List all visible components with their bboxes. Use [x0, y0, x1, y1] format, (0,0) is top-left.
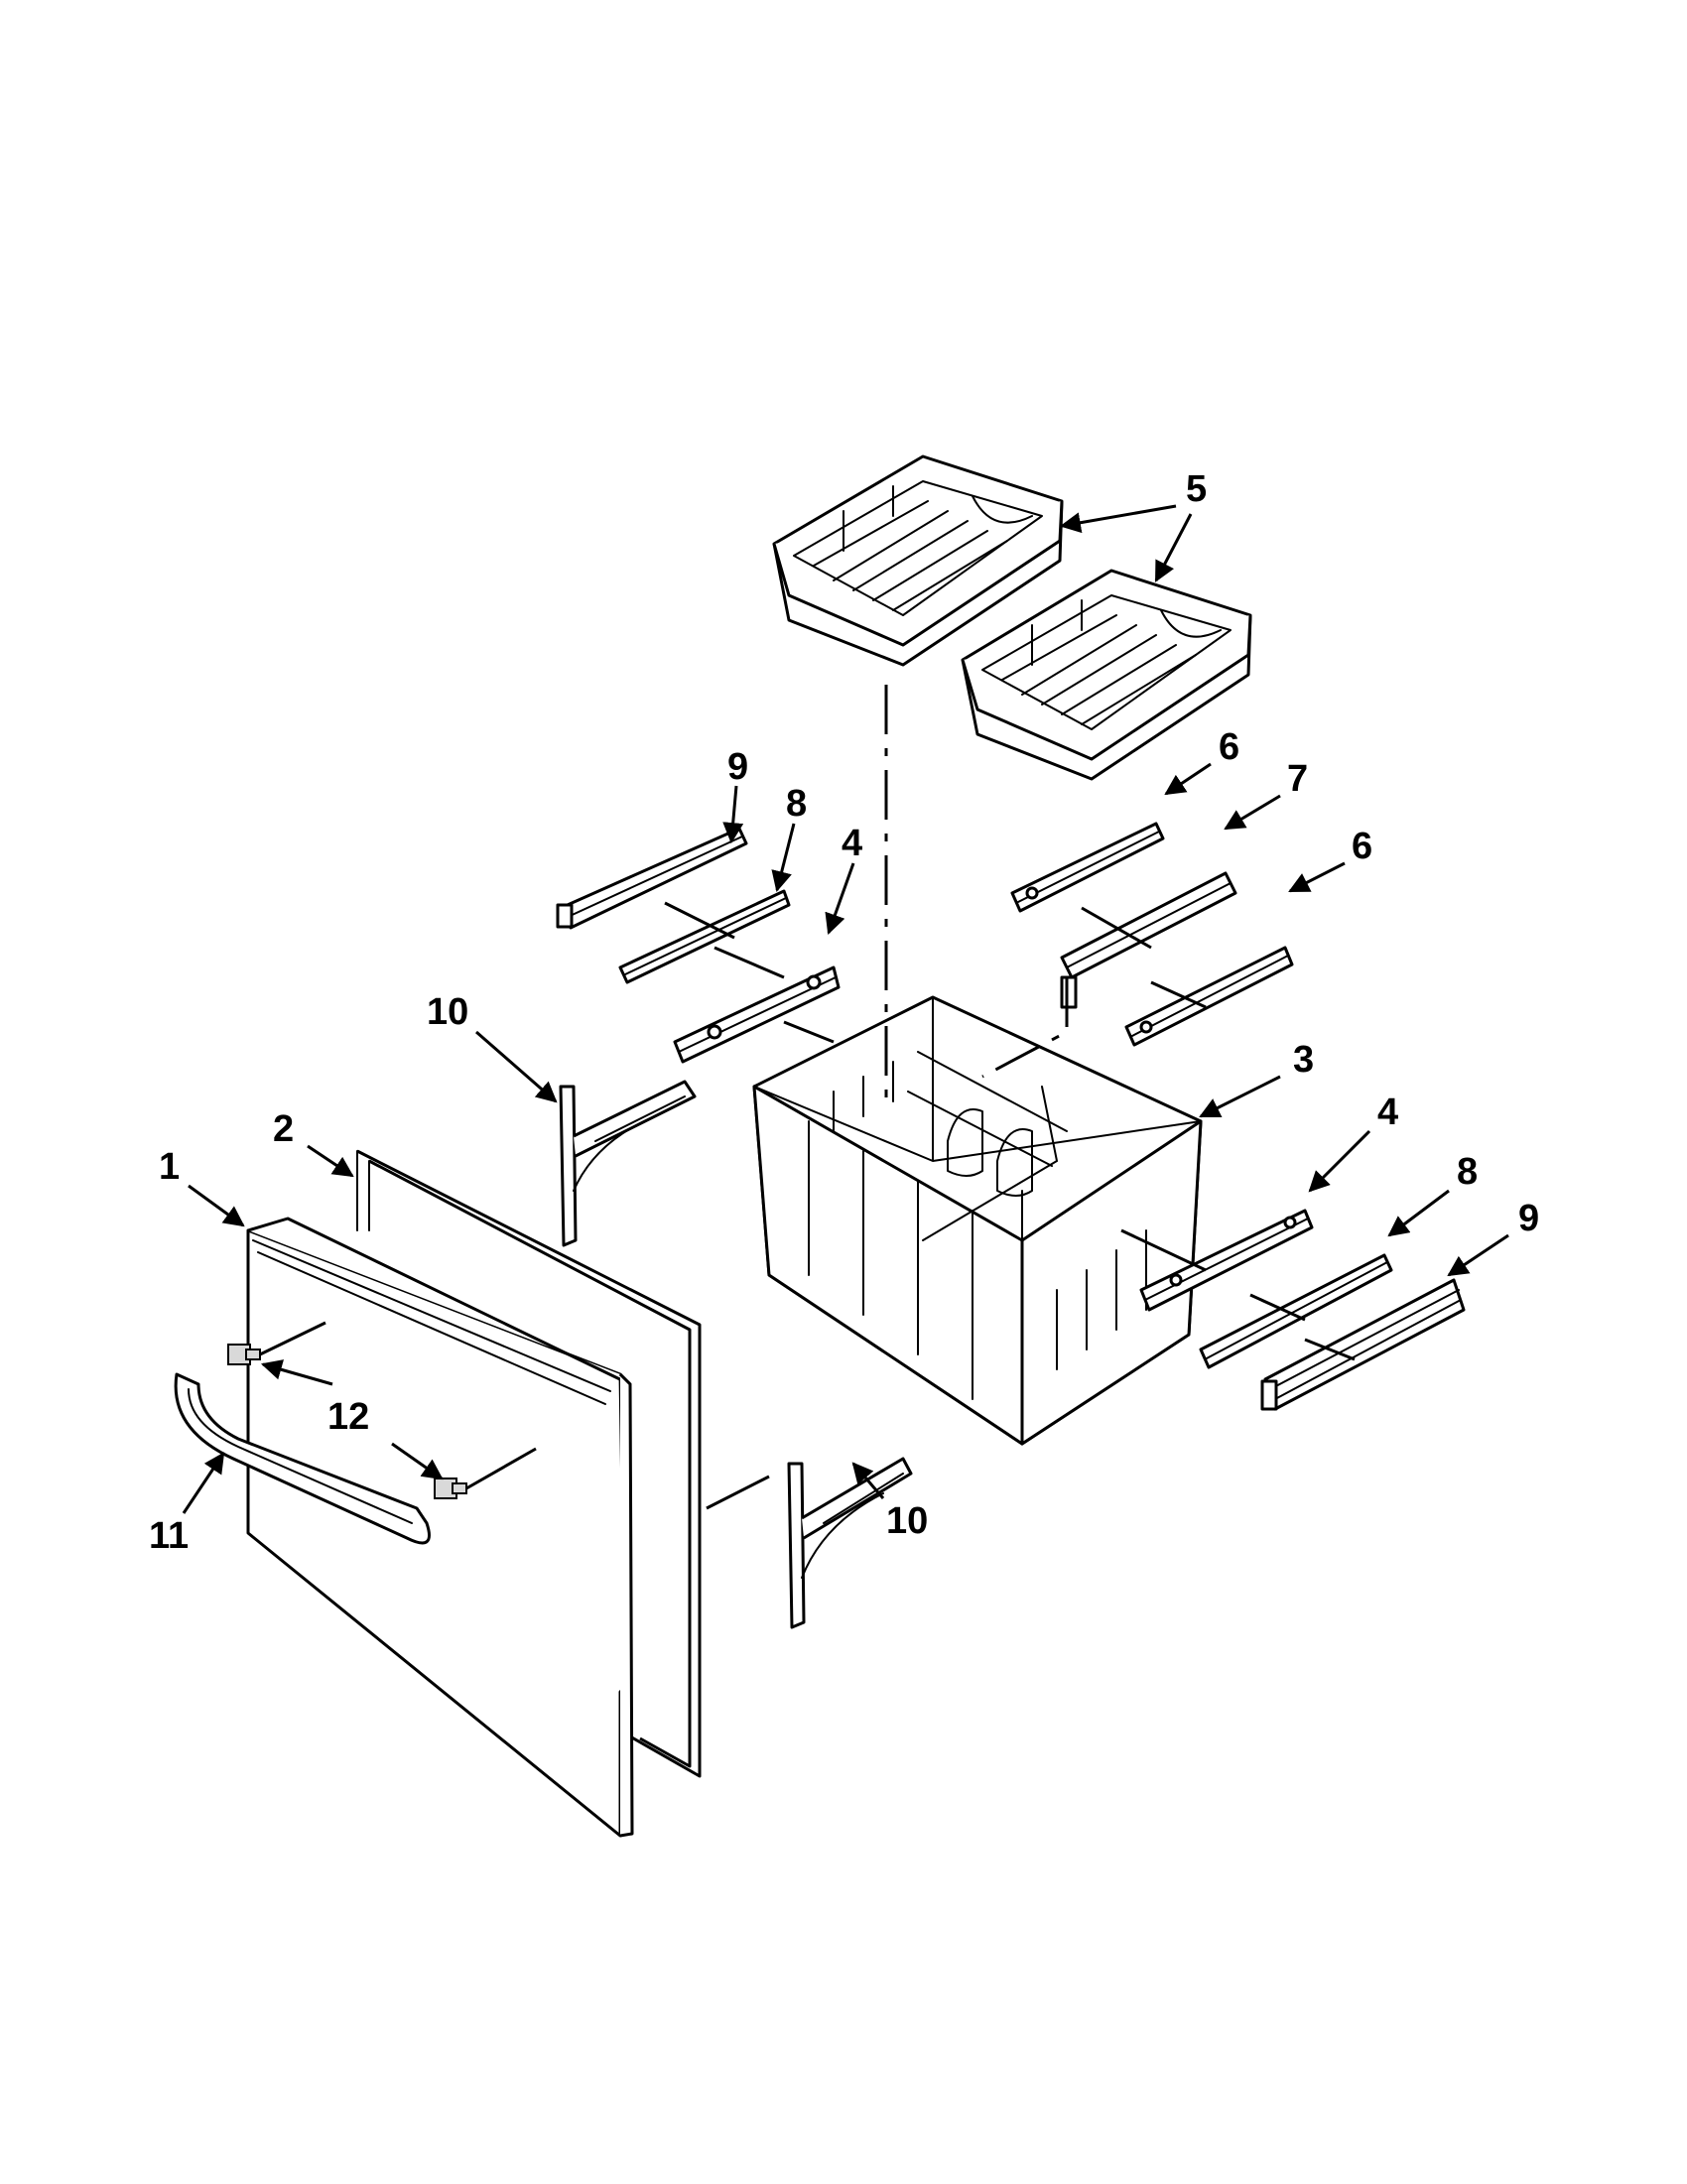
slide-rail-left-4 — [673, 965, 841, 1064]
callout-5: 5 — [1186, 468, 1207, 510]
rail-cover-right-9 — [1260, 1278, 1466, 1411]
callout-4-left: 4 — [842, 823, 862, 864]
callout-10-lower: 10 — [886, 1500, 928, 1542]
callout-7: 7 — [1287, 758, 1308, 800]
freezer-basket-3 — [752, 995, 1203, 1446]
rail-cover-left-9 — [556, 827, 748, 930]
door-handle-11 — [174, 1372, 431, 1545]
callout-1: 1 — [159, 1146, 180, 1188]
callout-8-right: 8 — [1457, 1151, 1478, 1193]
arrows — [182, 504, 1509, 1514]
slide-rail-right-6-top — [1010, 822, 1165, 913]
drawer-bracket-lower-10 — [787, 1457, 913, 1629]
callout-4-right: 4 — [1377, 1092, 1398, 1133]
drawer-bracket-upper-10 — [559, 1080, 697, 1247]
slide-rail-right-6-bottom — [1124, 946, 1294, 1047]
callout-2: 2 — [273, 1108, 294, 1150]
freezer-door-1 — [246, 1217, 634, 1838]
callout-6-top: 6 — [1219, 726, 1239, 768]
slide-rail-left-8 — [618, 889, 791, 984]
slide-rail-right-4 — [1139, 1209, 1314, 1312]
slide-rail-right-8 — [1199, 1253, 1393, 1369]
basket-upper-right — [961, 569, 1252, 781]
callout-8-left: 8 — [786, 783, 807, 825]
callout-9-left: 9 — [727, 746, 748, 788]
callout-11: 11 — [149, 1515, 189, 1557]
callout-9-right: 9 — [1518, 1198, 1539, 1239]
callout-12: 12 — [327, 1396, 369, 1438]
callout-3: 3 — [1293, 1039, 1314, 1081]
callout-10-upper: 10 — [427, 991, 468, 1033]
callout-6-bottom: 6 — [1352, 826, 1372, 867]
